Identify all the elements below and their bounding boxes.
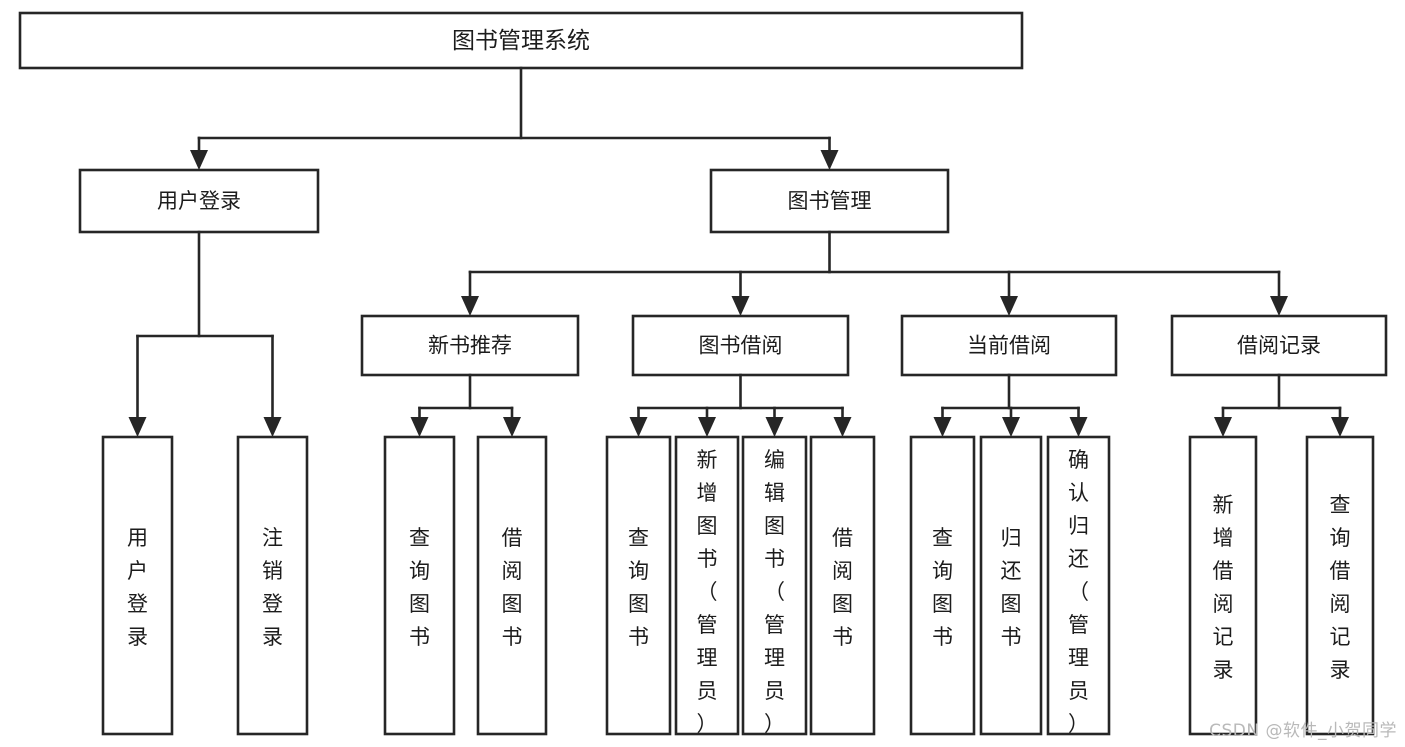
node-leaf-4-1[interactable]: 查询借阅记录: [1305, 435, 1375, 736]
node-leaf-2-0[interactable]: 查询图书: [605, 435, 672, 736]
node-root[interactable]: 图书管理系统: [18, 11, 1024, 70]
arrow-to-leaf-4-1: [1331, 417, 1349, 437]
arrow-to-leaf-0-0: [128, 417, 147, 437]
node-leaf-2-1[interactable]: 新增图书（管理员）: [674, 435, 740, 736]
arrow-to-leaf-0-1: [263, 417, 282, 437]
node-leaf-4-0[interactable]: 新增借阅记录: [1188, 435, 1258, 736]
arrow-to-leaf-2-0: [629, 417, 648, 437]
arrow-to-leaf-1-1: [503, 417, 521, 437]
arrow-to-leaf-3-0: [933, 417, 952, 437]
arrow-to-leaf-1-0: [410, 417, 429, 437]
node-level3-1-rect: [631, 314, 850, 377]
node-leaf-2-0-label: 查询图书: [628, 526, 649, 649]
arrow-to-level2-0: [190, 150, 208, 170]
node-leaf-1-1[interactable]: 借阅图书: [476, 435, 548, 736]
node-level3-2-label: 当前借阅: [967, 334, 1051, 358]
arrow-to-leaf-2-2: [765, 417, 784, 437]
watermark-label: CSDN @软件_小贺同学: [1209, 721, 1397, 741]
node-leaf-3-0-rect: [909, 435, 976, 736]
node-leaf-3-1-label: 归还图书: [1001, 526, 1022, 649]
node-leaf-3-1[interactable]: 归还图书: [979, 435, 1043, 736]
node-leaf-2-3-rect: [809, 435, 876, 736]
node-root-rect: [18, 11, 1024, 70]
node-level2-1[interactable]: 图书管理: [709, 168, 950, 234]
arrow-to-level3-2: [1000, 296, 1018, 316]
node-level2-0[interactable]: 用户登录: [78, 168, 320, 234]
arrow-to-level2-1: [820, 150, 839, 170]
node-leaf-2-1-label: 新增图书（管理员）: [697, 448, 718, 736]
node-level2-1-rect: [709, 168, 950, 234]
node-leaf-0-0-label: 用户登录: [127, 526, 148, 649]
node-level3-2[interactable]: 当前借阅: [900, 314, 1118, 377]
node-leaf-0-1-label: 注销登录: [262, 526, 283, 649]
node-leaf-1-0[interactable]: 查询图书: [383, 435, 456, 736]
node-leaf-3-2-rect: [1046, 435, 1111, 736]
arrow-to-leaf-4-0: [1214, 417, 1232, 437]
node-leaf-4-1-rect: [1305, 435, 1375, 736]
node-root-label: 图书管理系统: [452, 28, 590, 54]
node-leaf-1-1-label: 借阅图书: [502, 526, 523, 649]
node-level3-3-rect: [1170, 314, 1388, 377]
arrow-to-leaf-3-1: [1002, 417, 1020, 437]
node-leaf-0-0-rect: [101, 435, 174, 736]
node-leaf-0-1[interactable]: 注销登录: [236, 435, 309, 736]
node-leaf-2-1-rect: [674, 435, 740, 736]
node-level2-0-rect: [78, 168, 320, 234]
arrow-to-level3-0: [461, 296, 479, 316]
node-leaf-3-2[interactable]: 确认归还（管理员）: [1046, 435, 1111, 736]
node-level3-0[interactable]: 新书推荐: [360, 314, 580, 377]
arrow-to-leaf-2-3: [833, 417, 852, 437]
arrow-to-level3-1: [731, 296, 750, 316]
arrow-to-leaf-3-2: [1069, 417, 1088, 437]
node-leaf-0-0[interactable]: 用户登录: [101, 435, 174, 736]
node-leaf-1-0-rect: [383, 435, 456, 736]
node-leaf-3-0[interactable]: 查询图书: [909, 435, 976, 736]
node-leaf-4-0-label: 新增借阅记录: [1213, 493, 1234, 682]
node-level2-0-label: 用户登录: [157, 189, 241, 213]
node-leaf-0-1-rect: [236, 435, 309, 736]
node-leaf-2-0-rect: [605, 435, 672, 736]
node-leaf-2-3[interactable]: 借阅图书: [809, 435, 876, 736]
arrow-to-leaf-2-1: [698, 417, 716, 437]
node-level3-3[interactable]: 借阅记录: [1170, 314, 1388, 377]
node-level3-3-label: 借阅记录: [1237, 334, 1321, 358]
node-leaf-1-0-label: 查询图书: [409, 526, 430, 649]
node-level3-1[interactable]: 图书借阅: [631, 314, 850, 377]
node-leaf-3-2-label: 确认归还（管理员）: [1068, 448, 1089, 736]
node-leaf-2-2-rect: [741, 435, 808, 736]
node-leaf-4-1-label: 查询借阅记录: [1330, 493, 1351, 682]
node-leaf-1-1-rect: [476, 435, 548, 736]
node-level2-1-label: 图书管理: [788, 189, 872, 213]
node-leaf-3-0-label: 查询图书: [932, 526, 953, 649]
node-leaf-2-3-label: 借阅图书: [832, 526, 853, 649]
node-leaf-4-0-rect: [1188, 435, 1258, 736]
arrow-to-level3-3: [1270, 296, 1288, 316]
node-level3-1-label: 图书借阅: [699, 334, 783, 358]
node-leaf-3-1-rect: [979, 435, 1043, 736]
node-leaf-2-2-label: 编辑图书（管理员）: [764, 448, 785, 736]
node-level3-0-label: 新书推荐: [428, 334, 512, 358]
node-leaf-2-2[interactable]: 编辑图书（管理员）: [741, 435, 808, 736]
